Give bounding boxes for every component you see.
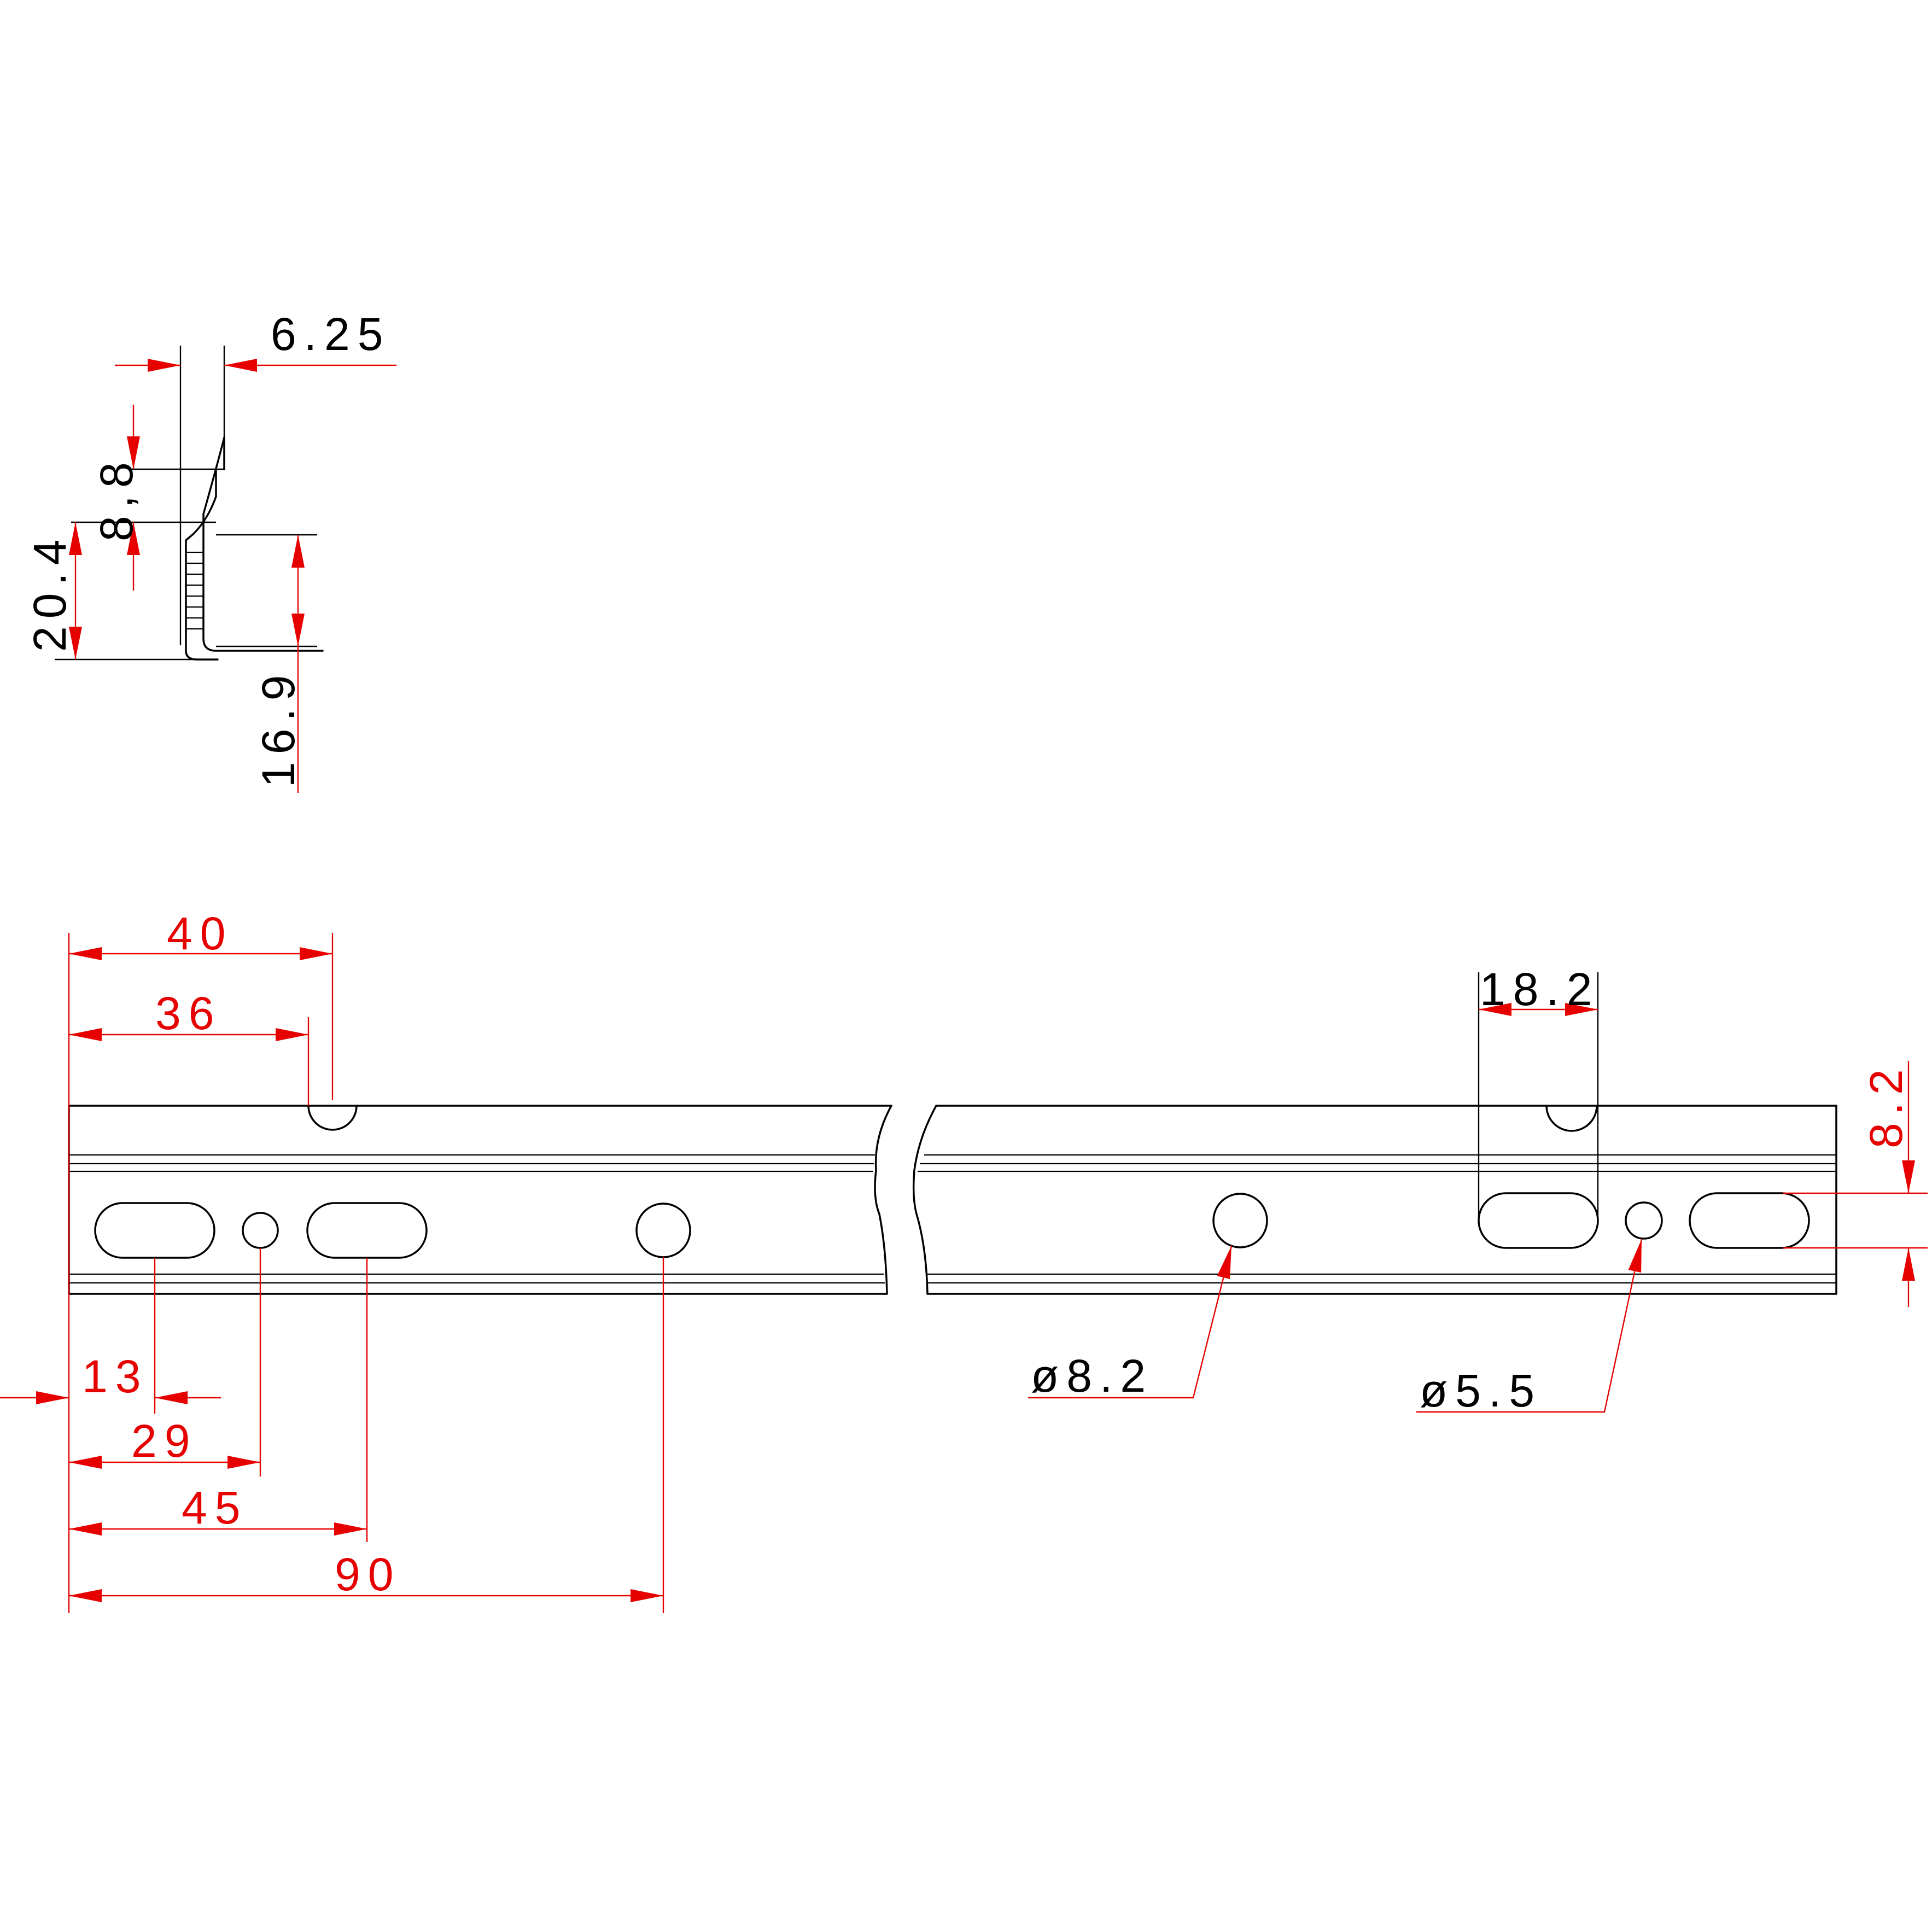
- rail-right-break: [912, 1105, 937, 1295]
- label-45: 45: [182, 1482, 248, 1533]
- slot-left-2: [306, 1202, 428, 1259]
- hole-large-right: [1212, 1193, 1268, 1248]
- label-flange: 6.25: [271, 308, 391, 360]
- label-dia-small: ø5.5: [1420, 1365, 1542, 1416]
- rail-right-dimensions: 18.2 8.2 ø8.2 ø5.5: [1028, 964, 1928, 1416]
- leader-dia-small: [1416, 1239, 1643, 1413]
- rail-left-segment: [68, 1105, 892, 1295]
- hole-small-left: [242, 1212, 279, 1249]
- label-18-2: 18.2: [1480, 964, 1600, 1015]
- hole-large-left: [635, 1203, 691, 1258]
- rail-left-break: [874, 1105, 892, 1295]
- rail-right-segment: [912, 1105, 1837, 1295]
- label-13: 13: [82, 1351, 148, 1402]
- label-36: 36: [155, 988, 221, 1039]
- slot-left-1: [94, 1202, 215, 1259]
- label-90: 90: [335, 1549, 401, 1600]
- leader-dia-large: [1028, 1245, 1233, 1399]
- slot-right-1: [1478, 1192, 1599, 1249]
- label-channel-height: 16.9: [253, 668, 304, 788]
- label-29: 29: [131, 1415, 197, 1467]
- notch-right: [1545, 1105, 1598, 1132]
- label-dia-large: ø8.2: [1031, 1350, 1153, 1402]
- notch-left: [307, 1105, 358, 1131]
- profile-outline: [202, 436, 324, 652]
- profile-outline-inner: [185, 468, 219, 661]
- profile-hatching: [186, 551, 203, 630]
- label-total-height: 20.4: [24, 532, 75, 652]
- profile-section: 6.25 8,8 20.4 16.9: [24, 308, 396, 793]
- rail-left-dimensions: 40 36 13 29 45 90: [0, 908, 664, 1613]
- slot-right-2: [1689, 1192, 1810, 1249]
- label-8-2: 8.2: [1860, 1061, 1912, 1148]
- label-upper-gap: 8,8: [91, 454, 142, 541]
- hole-small-right: [1625, 1201, 1663, 1240]
- label-40: 40: [167, 908, 233, 959]
